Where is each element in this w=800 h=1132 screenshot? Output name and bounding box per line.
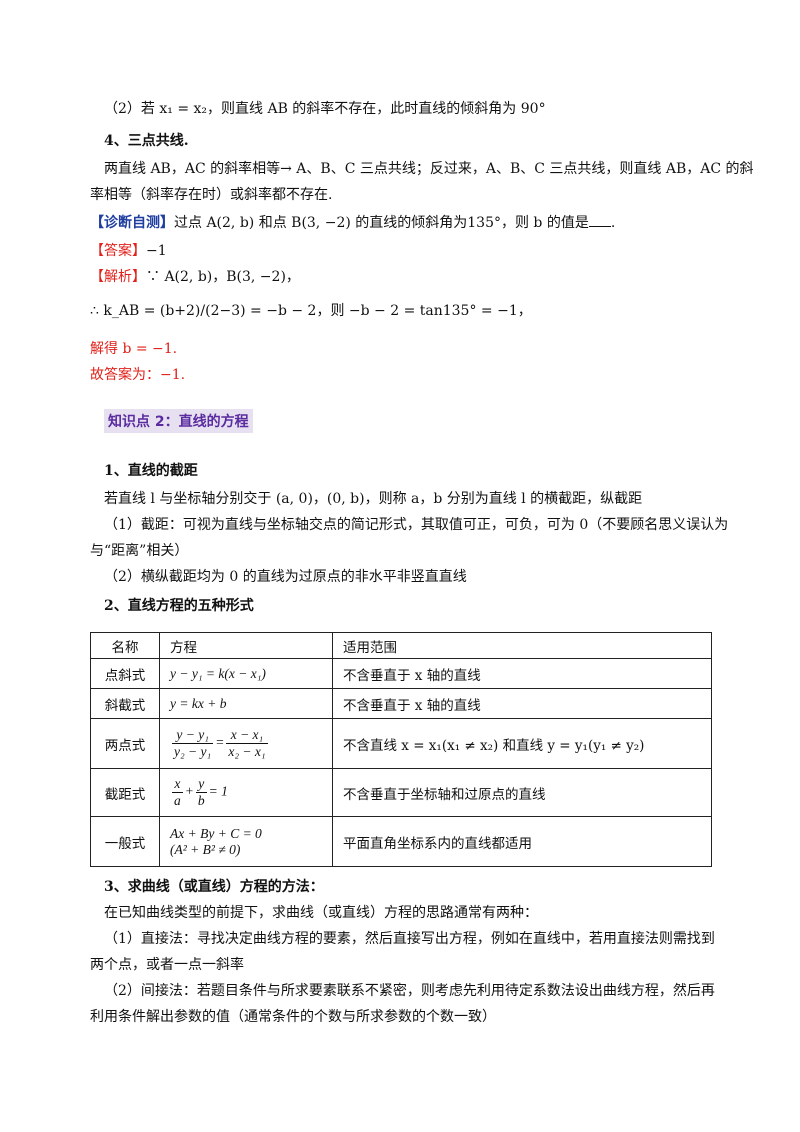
intercept-note-2: （2）横纵截距均为 0 的直线为过原点的非水平非竖直直线 <box>104 569 467 585</box>
form-equation: y − y₁ = k(x − x₁) <box>159 658 333 689</box>
table-header-row: 名称 方程 适用范围 <box>90 632 712 659</box>
line-equation-forms-table: 名称 方程 适用范围 点斜式 y − y₁ = k(x − x₁) 不含垂直于 … <box>90 632 712 867</box>
form-name: 斜截式 <box>90 688 160 719</box>
form-equation: y = kx + b <box>159 688 333 719</box>
table-row: 斜截式 y = kx + b 不含垂直于 x 轴的直线 <box>90 688 712 719</box>
intercept-note-1a: （1）截距：可视为直线与坐标轴交点的简记形式，其取值可正，可负，可为 0（不要顾… <box>104 517 729 533</box>
indirect-method-1: （2）间接法：若题目条件与所求要素联系不紧密，则考虑先利用待定系数法设出曲线方程… <box>104 983 715 999</box>
fraction-denominator: a <box>174 793 181 808</box>
table-row: 一般式 Ax + By + C = 0 (A² + B² ≠ 0) 平面直角坐标… <box>90 816 712 867</box>
analysis-label: 【解析】 <box>90 269 146 285</box>
diagnostic-text: 过点 A(2, b) 和点 B(3, −2) 的直线的倾斜角为135°，则 b … <box>174 215 589 231</box>
answer-value: −1 <box>146 243 167 259</box>
intercept-heading: 1、直线的截距 <box>104 463 198 479</box>
header-equation: 方程 <box>159 632 333 659</box>
collinear-text-2: 率相等（斜率存在时）或斜率都不存在. <box>90 187 333 203</box>
form-name: 点斜式 <box>90 658 160 689</box>
form-scope: 不含垂直于坐标轴和过原点的直线 <box>332 768 712 817</box>
collinear-heading: 4、三点共线. <box>104 133 189 149</box>
method-intro: 在已知曲线类型的前提下，求曲线（或直线）方程的思路通常有两种： <box>104 905 538 921</box>
diagnostic-label: 【诊断自测】 <box>90 215 174 231</box>
form-scope: 不含垂直于 x 轴的直线 <box>332 658 712 689</box>
solve-line: 解得 b = −1. <box>90 341 178 357</box>
general-equation-condition: (A² + B² ≠ 0) <box>170 841 241 857</box>
answer-label: 【答案】 <box>90 243 146 259</box>
fraction-denominator: b <box>197 793 205 808</box>
answer-blank <box>588 212 611 227</box>
form-name: 截距式 <box>90 768 160 817</box>
header-name: 名称 <box>90 632 160 659</box>
analysis-text: ∵ A(2, b)，B(3, −2)， <box>146 269 300 285</box>
form-equation: Ax + By + C = 0 (A² + B² ≠ 0) <box>159 816 333 867</box>
answer-line: 【答案】−1 <box>90 240 712 262</box>
final-answer-line: 故答案为：−1. <box>90 367 186 383</box>
fraction-numerator: x <box>172 776 183 793</box>
form-name: 一般式 <box>90 816 160 867</box>
diagnostic-question: 【诊断自测】过点 A(2, b) 和点 B(3, −2) 的直线的倾斜角为135… <box>90 212 712 234</box>
indirect-method-2: 利用条件解出参数的值（通常条件的个数与所求参数的个数一致） <box>90 1009 496 1025</box>
collinear-text-1: 两直线 AB，AC 的斜率相等→ A、B、C 三点共线；反过来，A、B、C 三点… <box>104 161 754 177</box>
method-heading: 3、求曲线（或直线）方程的方法： <box>104 879 324 895</box>
slope-undefined-note: （2）若 x₁ = x₂，则直线 AB 的斜率不存在，此时直线的倾斜角为 90° <box>104 101 546 117</box>
fraction-denominator: y₂ − y₁ <box>174 744 212 759</box>
direct-method-2: 两个点，或者一点一斜率 <box>90 957 244 973</box>
form-scope: 不含垂直于 x 轴的直线 <box>332 688 712 719</box>
intercept-definition: 若直线 l 与坐标轴分别交于 (a, 0)，(0, b)，则称 a，b 分别为直… <box>104 491 643 507</box>
slope-computation: ∴ k_AB = (b+2)/(2−3) = −b − 2，则 −b − 2 =… <box>90 303 532 319</box>
fraction-denominator: x₂ − x₁ <box>228 744 266 759</box>
direct-method-1: （1）直接法：寻找决定曲线方程的要素，然后直接写出方程，例如在直线中，若用直接法… <box>104 931 715 947</box>
fraction-numerator: y − y₁ <box>172 727 214 744</box>
header-scope: 适用范围 <box>332 632 712 659</box>
table-row: 点斜式 y − y₁ = k(x − x₁) 不含垂直于 x 轴的直线 <box>90 658 712 689</box>
intercept-note-1b: 与“距离”相关） <box>90 543 189 559</box>
analysis-line: 【解析】∵ A(2, b)，B(3, −2)， <box>90 266 712 288</box>
form-scope: 不含直线 x = x₁(x₁ ≠ x₂) 和直线 y = y₁(y₁ ≠ y₂) <box>332 718 712 769</box>
section-title: 知识点 2：直线的方程 <box>104 409 253 433</box>
five-forms-heading: 2、直线方程的五种形式 <box>104 598 254 614</box>
form-name: 两点式 <box>90 718 160 769</box>
fraction-numerator: y <box>195 776 207 793</box>
form-scope: 平面直角坐标系内的直线都适用 <box>332 816 712 867</box>
equation-tail: = 1 <box>208 783 228 799</box>
fraction-numerator: x − x₁ <box>226 727 268 744</box>
general-equation: Ax + By + C = 0 <box>170 825 262 841</box>
